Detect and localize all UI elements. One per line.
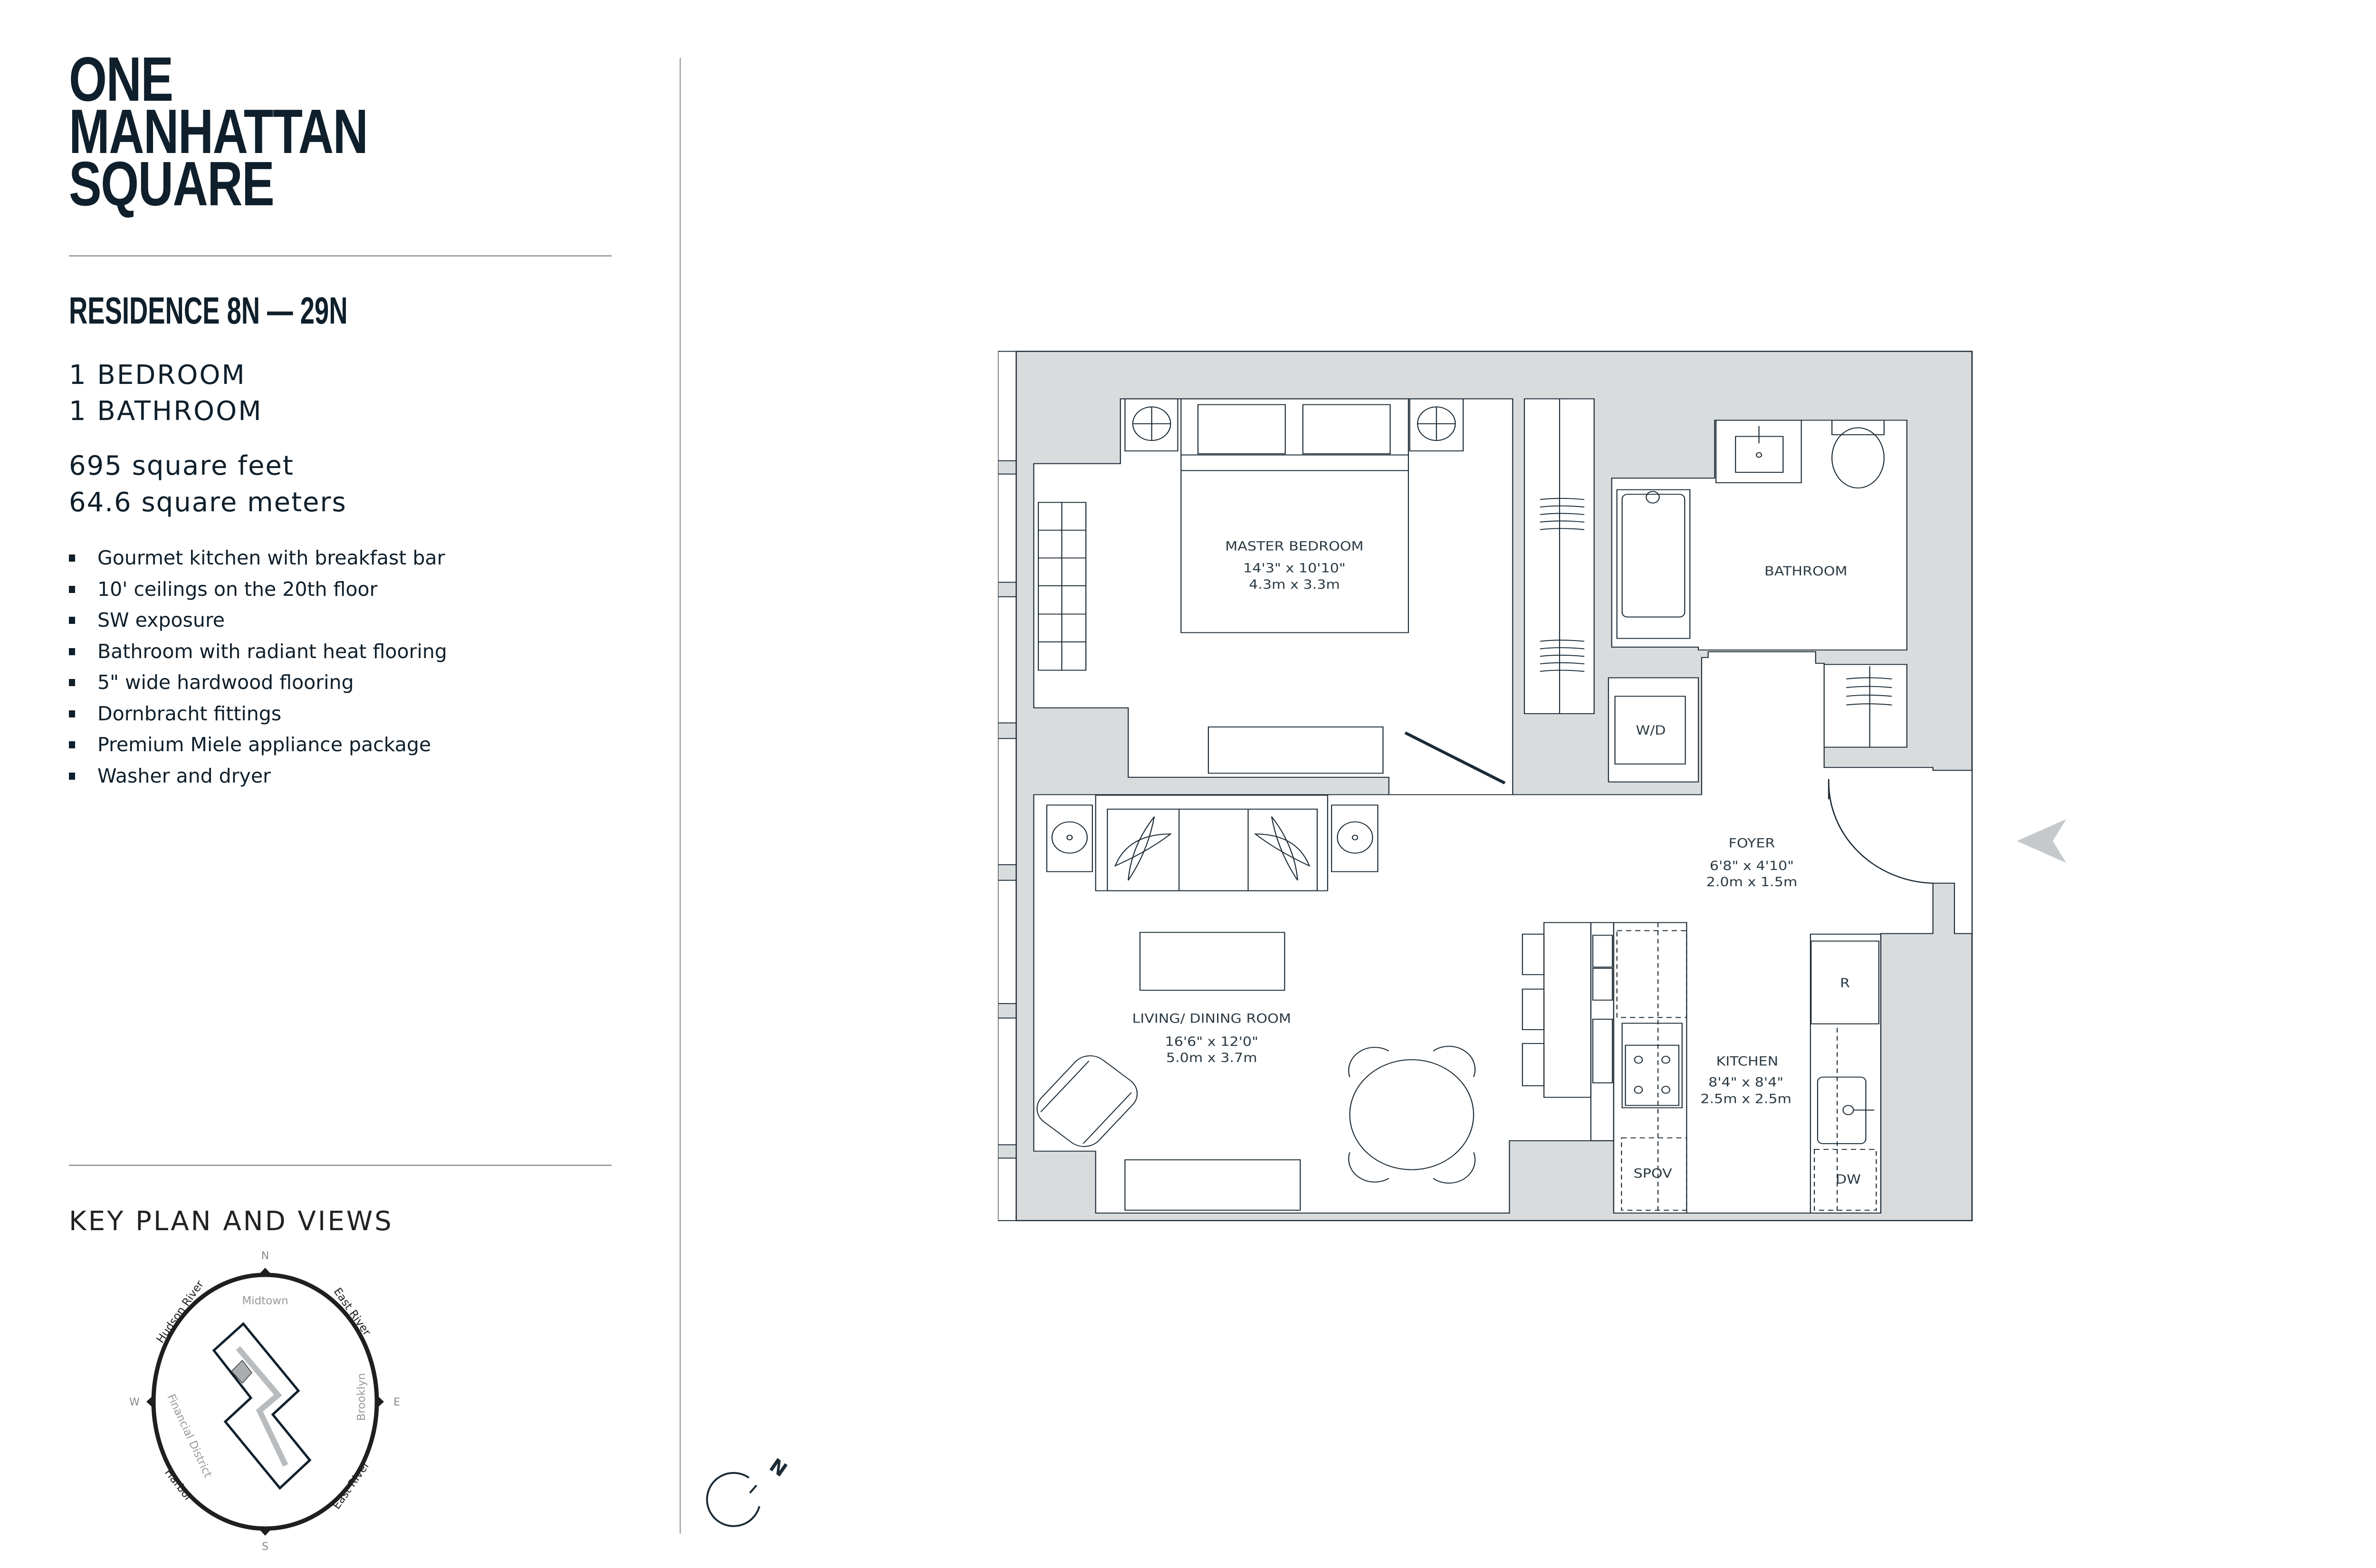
room-dim-ft: 6'8" x 4'10" <box>1710 858 1794 873</box>
bathroom-count: 1 BATHROOM <box>69 396 263 427</box>
feature-item: Bathroom with radiant heat flooring <box>69 636 447 668</box>
room-label-master-bedroom: MASTER BEDROOM <box>1225 539 1363 554</box>
north-indicator-icon: N <box>706 1454 791 1527</box>
feature-item: Dornbracht fittings <box>69 698 447 730</box>
bed <box>1180 398 1409 633</box>
feature-list: Gourmet kitchen with breakfast bar 10' c… <box>69 543 447 792</box>
room-dim-ft: 16'6" x 12'0" <box>1165 1034 1258 1049</box>
brand-logo: ONE MANHATTAN SQUARE <box>69 44 368 219</box>
room-dim-m: 5.0m x 3.7m <box>1166 1051 1257 1065</box>
view-east-river-top: East River <box>331 1286 373 1339</box>
bench <box>1037 502 1087 671</box>
right-counter <box>1810 933 1882 1214</box>
entry-arrow-icon <box>2017 819 2066 863</box>
media-console <box>1124 1159 1301 1211</box>
view-midtown: Midtown <box>242 1295 288 1307</box>
room-dim-m: 2.0m x 1.5m <box>1706 874 1798 889</box>
divider <box>69 1165 612 1166</box>
compass-n: N <box>261 1250 269 1262</box>
view-east-river-bottom: East River <box>330 1459 372 1511</box>
feature-item: Premium Miele appliance package <box>69 729 447 761</box>
fridge <box>1811 940 1879 1024</box>
floor-plan: MASTER BEDROOM 14'3" x 10'10" 4.3m x 3.3… <box>998 351 1973 1222</box>
compass-s: S <box>262 1541 268 1553</box>
view-harbor: Harbor <box>162 1467 195 1504</box>
coffee-table <box>1139 932 1285 991</box>
north-marker-icon <box>259 1268 272 1275</box>
linen-closet <box>1823 664 1907 748</box>
label-oven: SPOV <box>1633 1166 1672 1181</box>
bathroom-sink <box>1715 420 1802 483</box>
area-sqm: 64.6 square meters <box>69 487 347 518</box>
living-foyer-kitchen-area <box>1033 651 1973 1214</box>
feature-item: Gourmet kitchen with breakfast bar <box>69 543 447 574</box>
bullet-icon <box>69 617 75 624</box>
bedroom-door <box>1404 731 1506 784</box>
logo-line: SQUARE <box>69 149 275 219</box>
panel-divider <box>680 58 681 1534</box>
room-label-living: LIVING/ DINING ROOM <box>1132 1011 1291 1026</box>
room-dim-m: 4.3m x 3.3m <box>1249 577 1340 592</box>
room-dim-ft: 8'4" x 8'4" <box>1708 1075 1783 1090</box>
key-plan-title: KEY PLAN AND VIEWS <box>69 1206 393 1237</box>
room-dim-ft: 14'3" x 10'10" <box>1243 561 1346 575</box>
building-outline <box>212 1322 312 1490</box>
armchair <box>1036 1055 1138 1147</box>
view-hudson-river: Hudson River <box>154 1278 206 1346</box>
nightstand-right <box>1409 398 1464 451</box>
logo-line: ONE <box>69 44 173 114</box>
nightstand-left <box>1124 398 1178 451</box>
feature-item: 10' ceilings on the 20th floor <box>69 574 447 605</box>
west-marker-icon <box>146 1395 153 1408</box>
bedroom-count: 1 BEDROOM <box>69 360 246 391</box>
sofa <box>1095 794 1328 891</box>
bullet-icon <box>69 772 75 780</box>
cooktop-icon <box>1621 1023 1683 1109</box>
bathtub <box>1616 489 1691 639</box>
entry-door <box>1828 782 1933 884</box>
residence-title: RESIDENCE 8N — 29N <box>69 289 348 332</box>
divider <box>69 255 612 257</box>
window-wall <box>998 351 1017 1221</box>
compass-w: W <box>129 1396 140 1408</box>
side-table-left <box>1046 804 1093 872</box>
view-brooklyn: Brooklyn <box>355 1373 368 1421</box>
bullet-icon <box>69 555 75 562</box>
side-table-right <box>1331 804 1379 872</box>
bathroom-area <box>1611 420 1907 650</box>
room-label-bathroom: BATHROOM <box>1764 564 1847 578</box>
room-label-foyer: FOYER <box>1729 836 1775 851</box>
unit-highlight <box>230 1359 252 1384</box>
dining-table <box>1348 1046 1476 1184</box>
logo-line: MANHATTAN <box>69 96 368 166</box>
bullet-icon <box>69 648 75 655</box>
north-label: N <box>766 1454 791 1482</box>
label-washer-dryer: W/D <box>1636 723 1666 737</box>
dresser <box>1207 726 1384 774</box>
room-dim-m: 2.5m x 2.5m <box>1700 1091 1792 1106</box>
dishwasher <box>1813 1149 1877 1211</box>
washer-dryer-closet <box>1608 677 1699 783</box>
east-marker-icon <box>377 1395 384 1408</box>
bullet-icon <box>69 679 75 687</box>
key-plan-compass: N S W E Midtown Hudson River East River … <box>129 1250 400 1553</box>
washer-dryer <box>1614 696 1686 765</box>
bullet-icon <box>69 710 75 717</box>
label-fridge: R <box>1840 976 1850 991</box>
room-label-kitchen: KITCHEN <box>1716 1054 1779 1069</box>
toilet <box>1831 420 1885 488</box>
feature-item: Washer and dryer <box>69 761 447 792</box>
hanger-icon <box>1540 497 1892 747</box>
bullet-icon <box>69 585 75 593</box>
bullet-icon <box>69 741 75 749</box>
south-marker-icon <box>259 1529 272 1536</box>
feature-item: SW exposure <box>69 605 447 636</box>
feature-item: 5" wide hardwood flooring <box>69 667 447 698</box>
label-dishwasher: DW <box>1836 1172 1861 1186</box>
area-sqft: 695 square feet <box>69 450 294 481</box>
compass-e: E <box>393 1396 400 1408</box>
